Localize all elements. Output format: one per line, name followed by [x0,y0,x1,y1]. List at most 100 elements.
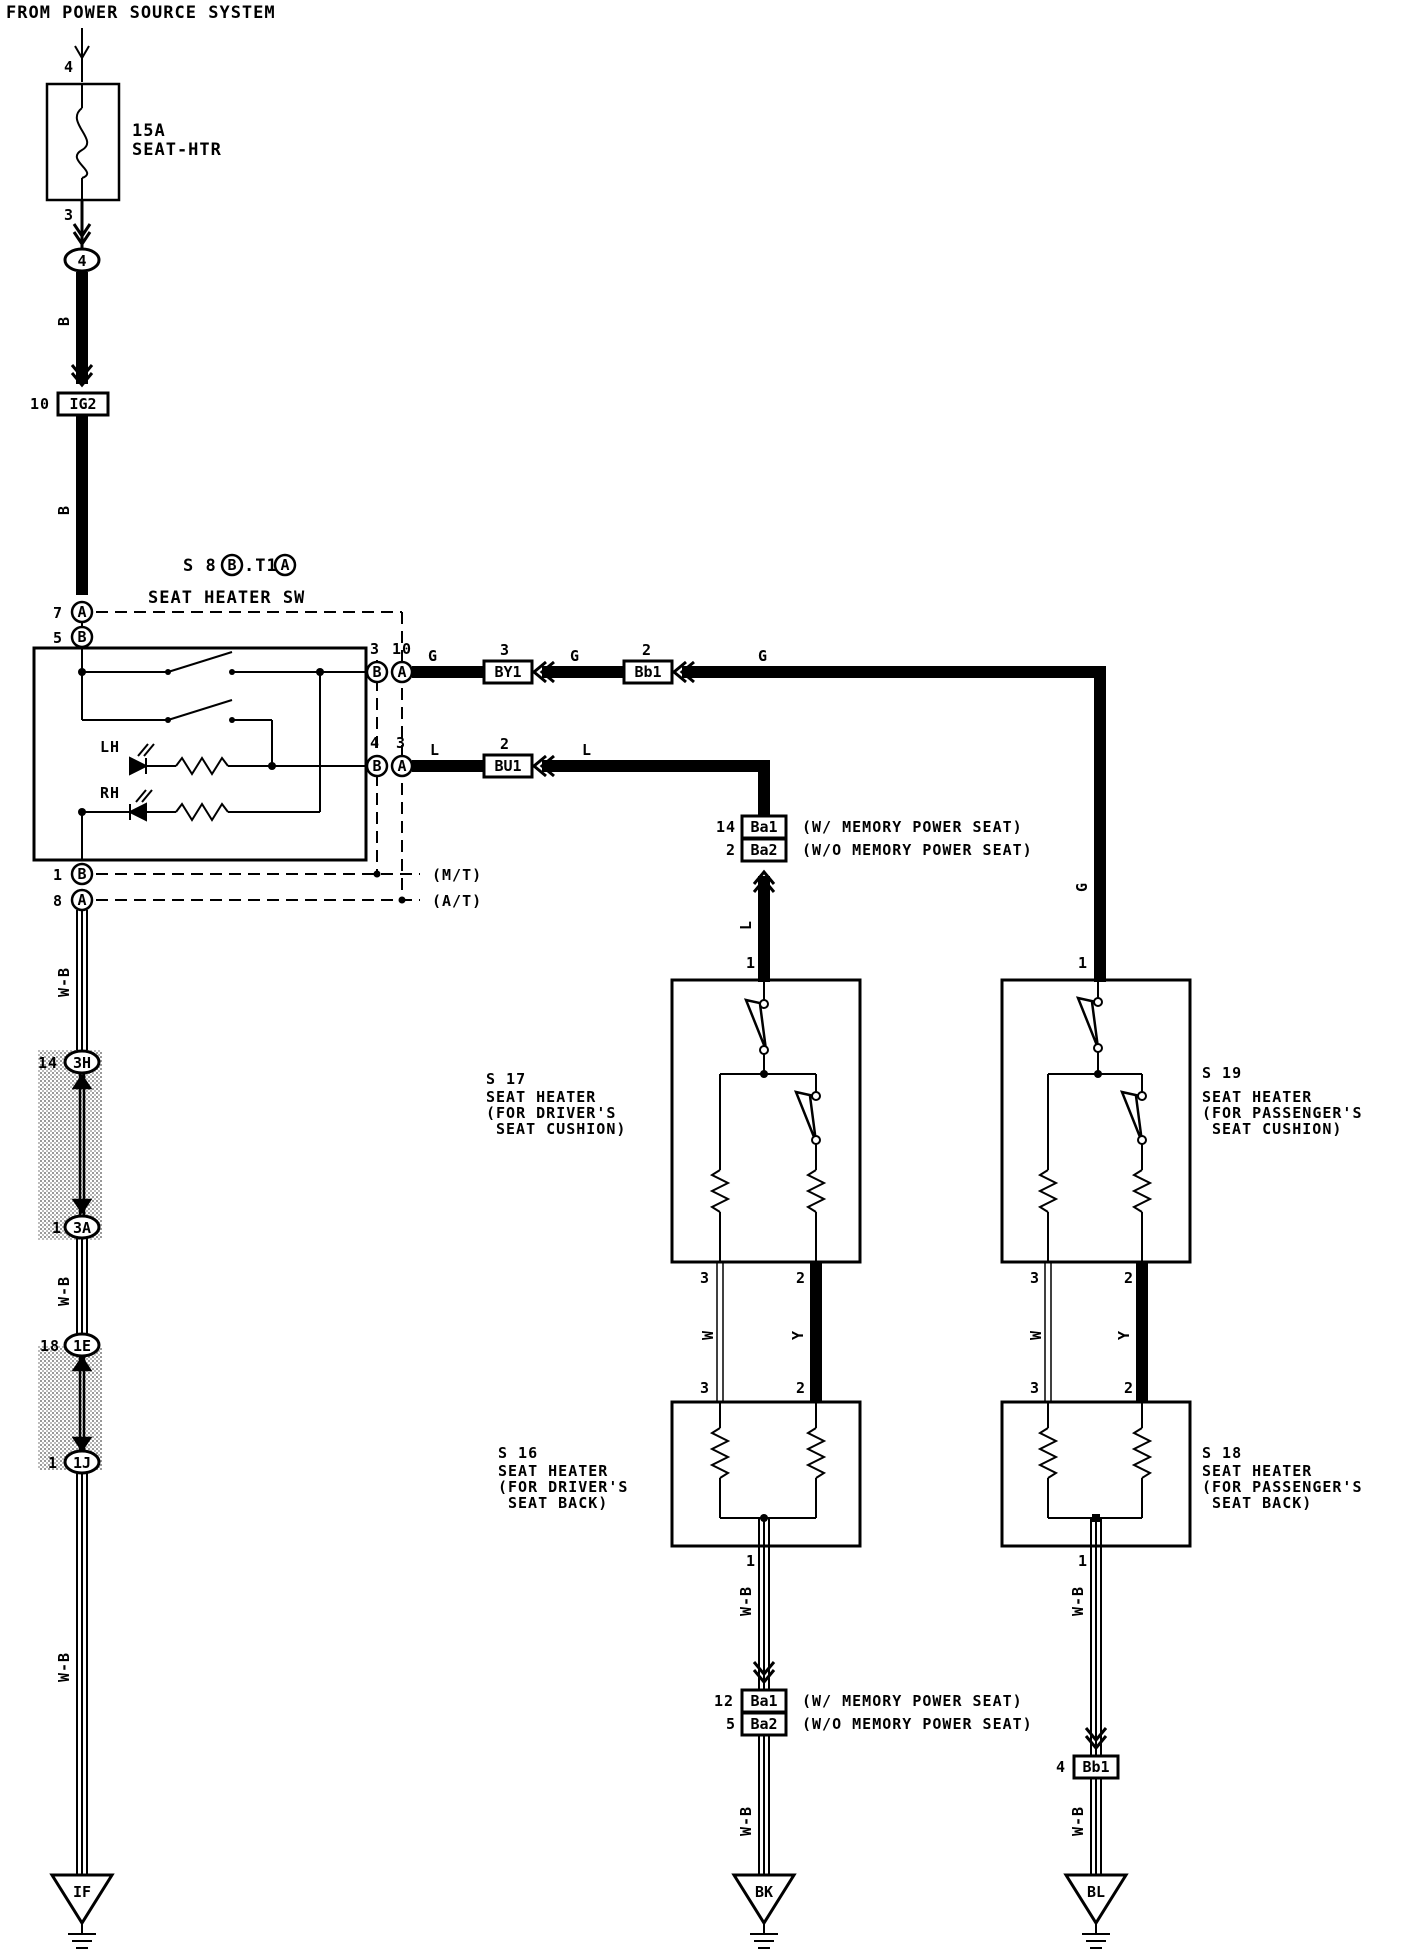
s17-contact [759,1045,769,1055]
wire-label-y-right: Y [1115,1330,1133,1340]
svg-text:1J: 1J [73,1454,91,1472]
wire-label-y-left: Y [789,1330,807,1340]
ground-icon [68,1923,96,1949]
wire-l-2 [542,760,770,772]
seat-heater-s16-box [670,1400,862,1548]
s19-pin1: 1 [1078,954,1088,972]
connector-3a: 3A [63,1214,101,1240]
svg-text:Ba2: Ba2 [750,841,777,859]
s19-contact [1093,1043,1103,1053]
wire-y-right [1136,1262,1148,1402]
pin-a7-circle: A [70,600,94,624]
svg-text:A: A [280,556,289,574]
wire-g-2 [542,666,624,678]
pin-a10: 10 [392,640,412,658]
s17-contact [759,999,769,1009]
ig2-pin: 10 [30,395,50,413]
mt-label: (M/T) [432,866,482,884]
wire-b-top [76,272,88,384]
svg-text:A: A [397,663,406,681]
s16-pin2: 2 [796,1379,806,1397]
connector-ig2: IG2 [56,391,110,417]
svg-text:Ba1: Ba1 [750,818,777,836]
connector-3h: 3H [63,1049,101,1075]
svg-text:B: B [77,865,86,883]
pin-b5: 5 [53,629,63,647]
pin-a8: 8 [53,892,63,910]
ba2-bot-note: (W/O MEMORY POWER SEAT) [802,1715,1033,1733]
seat-heater-switch-box [32,646,368,862]
svg-text:BK: BK [755,1883,773,1901]
s17-contact [811,1091,821,1101]
s16-line1: SEAT HEATER [498,1462,608,1480]
svg-text:A: A [397,757,406,775]
s16-line2: (FOR DRIVER'S [498,1478,628,1496]
s19-contact [1093,997,1103,1007]
wire-l-vertical [758,876,770,982]
s18-line1: SEAT HEATER [1202,1462,1312,1480]
wire-label-wb3: W-B [55,1652,73,1682]
double-arrow-icon [752,1661,776,1685]
wire-label-wb2: W-B [55,1276,73,1306]
switch-ref-b: B [220,553,244,577]
svg-text:BY1: BY1 [494,663,521,681]
ba1-bot-pin: 12 [714,1692,734,1710]
wire-wb-bk [758,1735,770,1875]
pin-b3: 3 [370,640,380,658]
s17-internal [709,982,827,1262]
svg-text:A: A [77,891,86,909]
s17-pin1: 1 [746,954,756,972]
wire-wb-s16 [758,1518,770,1690]
s19-line1: SEAT HEATER [1202,1088,1312,1106]
fuse-rating: 15A [132,121,166,141]
wire-label-wb-bl: W-B [1069,1806,1087,1836]
wire-wb-bottom [76,1473,88,1875]
c3a-pin: 1 [52,1219,62,1237]
connector-1j: 1J [63,1449,101,1475]
fuse-name: SEAT-HTR [132,140,222,160]
double-arrow-icon [71,1355,93,1453]
svg-text:IG2: IG2 [69,395,96,413]
connector-4: 4 [63,247,101,273]
s19-junction [1094,1070,1102,1078]
diagram-title: FROM POWER SOURCE SYSTEM [6,3,276,23]
s17-contact [811,1135,821,1145]
ground-icon [750,1923,778,1949]
wire-y-left [810,1262,822,1402]
s16-pin1: 1 [746,1552,756,1570]
wire-g-vertical [1094,666,1106,982]
wire-label-g1: G [428,647,438,665]
wire-label-wb-s16: W-B [737,1586,755,1616]
s18-internal [1037,1402,1153,1519]
wire-label-b1: B [55,316,73,326]
ground-if: IF [49,1873,115,1949]
switch-ref-prefix: S 8 [183,556,217,576]
connector-1e: 1E [63,1332,101,1358]
switch-contact-dots [78,668,324,816]
wire-w-right [1044,1262,1052,1402]
c3h-pin: 14 [38,1054,58,1072]
rh-label: RH [100,784,120,802]
ba1-top-note: (W/ MEMORY POWER SEAT) [802,818,1023,836]
fuse-15a [45,82,121,202]
s16-line3: SEAT BACK) [508,1494,608,1512]
wire-label-l-vert: L [737,920,755,930]
wire-label-wb-s18: W-B [1069,1586,1087,1616]
seat-heater-s17-box [670,978,862,1264]
switch-name: SEAT HEATER SW [148,588,305,608]
s17-pin2: 2 [796,1269,806,1287]
connector-ba1-bottom: Ba1 [740,1688,788,1714]
ba1-top-pin: 14 [716,818,736,836]
s18-pin1: 1 [1078,1552,1088,1570]
wire-wb-mid [76,1238,88,1335]
svg-text:A: A [77,603,86,621]
s19-pin2: 2 [1124,1269,1134,1287]
wire-label-l1: L [430,741,440,759]
wire-label-w-right: W [1027,1330,1045,1340]
wire-label-l2: L [582,741,592,759]
wire-label-g-vert: G [1073,882,1091,892]
svg-text:BU1: BU1 [494,757,521,775]
svg-text:Bb1: Bb1 [1082,1758,1109,1776]
wire-label-g2: G [570,647,580,665]
s18-ref: S 18 [1202,1444,1242,1462]
